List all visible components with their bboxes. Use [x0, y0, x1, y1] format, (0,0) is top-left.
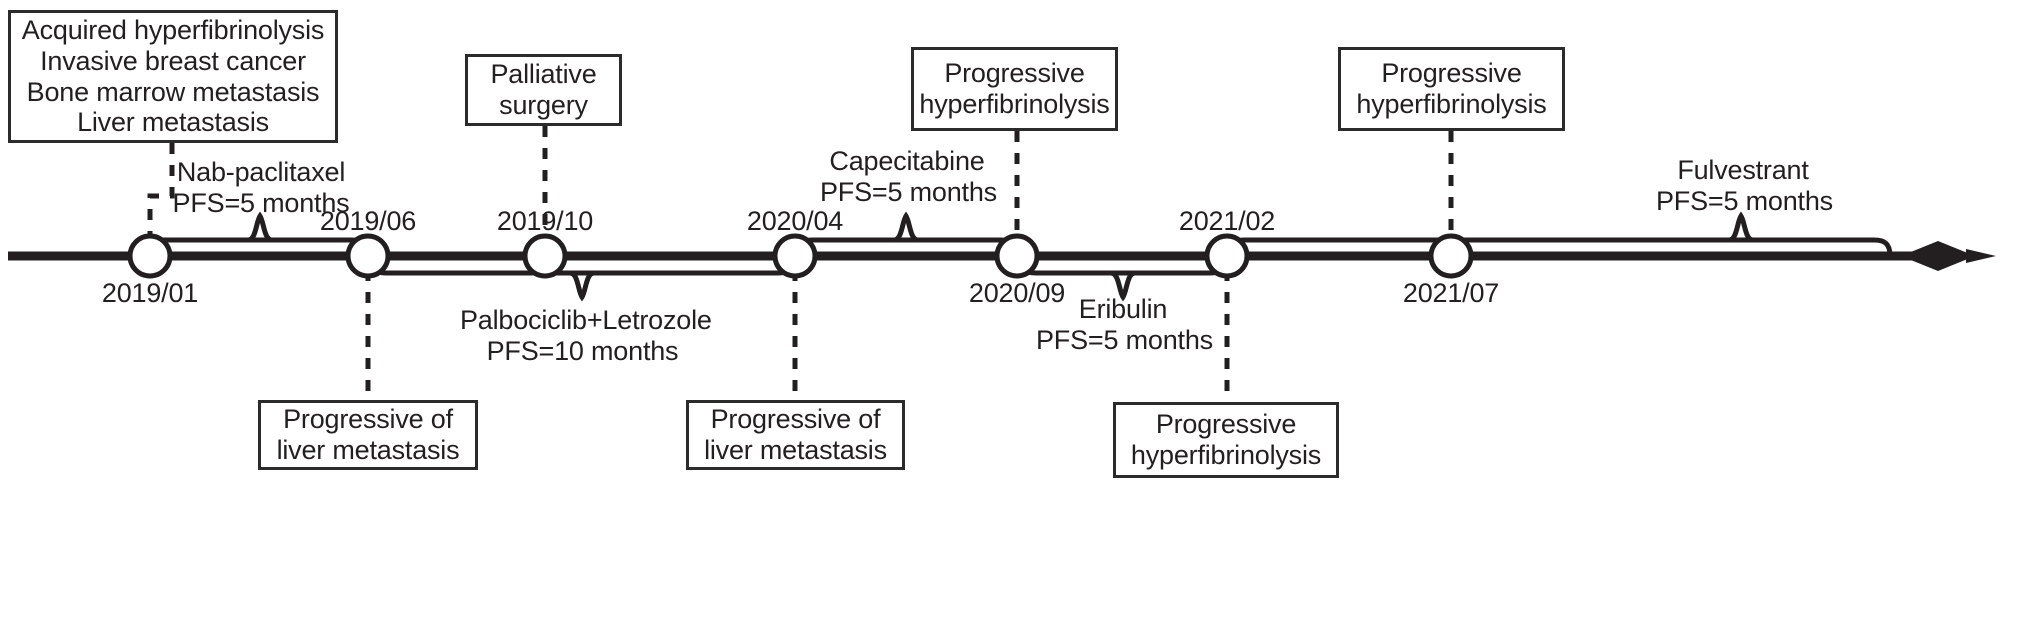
date-label-2020-09: 2020/09: [968, 278, 1066, 308]
treatment-label-nab-paclitaxel: Nab-paclitaxel PFS=5 months: [172, 157, 350, 219]
brace-tip-fulvestrant: [1726, 211, 1756, 243]
connector-dashed-e1: [147, 143, 175, 244]
event-box-progressive-liver-metastasis-2019-06[interactable]: Progressive of liver metastasis: [258, 400, 478, 470]
event-line: Acquired hyperfibrinolysis: [21, 14, 325, 45]
date-label-2019-06: 2019/06: [319, 206, 417, 236]
event-box-progressive-hyperfibrinolysis-2021-07[interactable]: Progressive hyperfibrinolysis: [1338, 47, 1565, 131]
treatment-pfs: PFS=5 months: [172, 187, 350, 218]
treatment-name: Eribulin: [1078, 294, 1168, 324]
timeline-node-2021-02[interactable]: [1204, 233, 1250, 279]
rail-elbow-right-fulv: [1873, 237, 1893, 257]
event-line: Progressive of: [710, 404, 881, 435]
treatment-label-fulvestrant: Fulvestrant PFS=5 months: [1656, 155, 1833, 217]
treatment-name: Palbociclib+Letrozole: [460, 305, 712, 335]
event-line: Progressive: [1381, 58, 1522, 89]
event-box-progressive-hyperfibrinolysis-2020-09[interactable]: Progressive hyperfibrinolysis: [911, 47, 1118, 131]
brace-tip-nab-paclitaxel: [245, 211, 275, 243]
event-box-diagnosis[interactable]: Acquired hyperfibrinolysis Invasive brea…: [8, 10, 338, 143]
timeline-node-2019-06[interactable]: [345, 233, 391, 279]
date-label-2021-07: 2021/07: [1402, 278, 1500, 308]
date-label-2021-02: 2021/02: [1178, 206, 1276, 236]
date-label-2019-01: 2019/01: [101, 278, 199, 308]
timeline-node-2020-04[interactable]: [772, 233, 818, 279]
event-line: Progressive: [1155, 409, 1297, 440]
treatment-pfs: PFS=5 months: [1656, 185, 1833, 216]
event-line: Invasive breast cancer: [40, 45, 306, 76]
treatment-name: Nab-paclitaxel: [176, 157, 346, 187]
event-line: Liver metastasis: [77, 107, 269, 138]
event-line: Progressive of: [283, 404, 453, 435]
event-line: hyperfibrinolysis: [919, 89, 1110, 119]
timeline-node-2019-01[interactable]: [127, 233, 173, 279]
treatment-name: Fulvestrant: [1677, 155, 1809, 185]
timeline-node-2021-07[interactable]: [1428, 233, 1474, 279]
event-line: hyperfibrinolysis: [1130, 440, 1322, 470]
treatment-label-eribulin: Eribulin PFS=5 months: [1036, 294, 1213, 356]
brace-tip-eribulin: [1108, 270, 1138, 302]
date-label-2020-04: 2020/04: [746, 206, 844, 236]
brace-tip-palbociclib: [567, 270, 597, 302]
treatment-name: Capecitabine: [829, 146, 985, 176]
treatment-pfs: PFS=5 months: [820, 176, 997, 207]
timeline-arrow-end-icon: [1901, 241, 1975, 271]
event-box-progressive-liver-metastasis-2020-04[interactable]: Progressive of liver metastasis: [686, 400, 905, 470]
event-line: Palliative: [490, 59, 597, 90]
event-line: liver metastasis: [704, 435, 887, 465]
event-line: liver metastasis: [276, 435, 460, 465]
event-line: Bone marrow metastasis: [26, 76, 320, 107]
date-label-2019-10: 2019/10: [496, 206, 594, 236]
treatment-pfs: PFS=10 months: [486, 335, 679, 366]
event-line: hyperfibrinolysis: [1356, 89, 1547, 119]
treatment-label-capecitabine: Capecitabine PFS=5 months: [820, 146, 997, 208]
brace-tip-capecitabine: [891, 211, 921, 243]
treatment-label-palbociclib-letrozole: Palbociclib+Letrozole PFS=10 months: [460, 305, 712, 367]
event-box-palliative-surgery[interactable]: Palliative surgery: [465, 54, 622, 126]
treatment-pfs: PFS=5 months: [1036, 324, 1213, 355]
timeline-node-2019-10[interactable]: [522, 233, 568, 279]
event-line: surgery: [499, 90, 588, 120]
event-box-progressive-hyperfibrinolysis-2021-02[interactable]: Progressive hyperfibrinolysis: [1113, 402, 1339, 478]
timeline-node-2020-09[interactable]: [994, 233, 1040, 279]
event-line: Progressive: [944, 58, 1085, 89]
timeline-arrow-tip-icon: [1966, 249, 1996, 263]
